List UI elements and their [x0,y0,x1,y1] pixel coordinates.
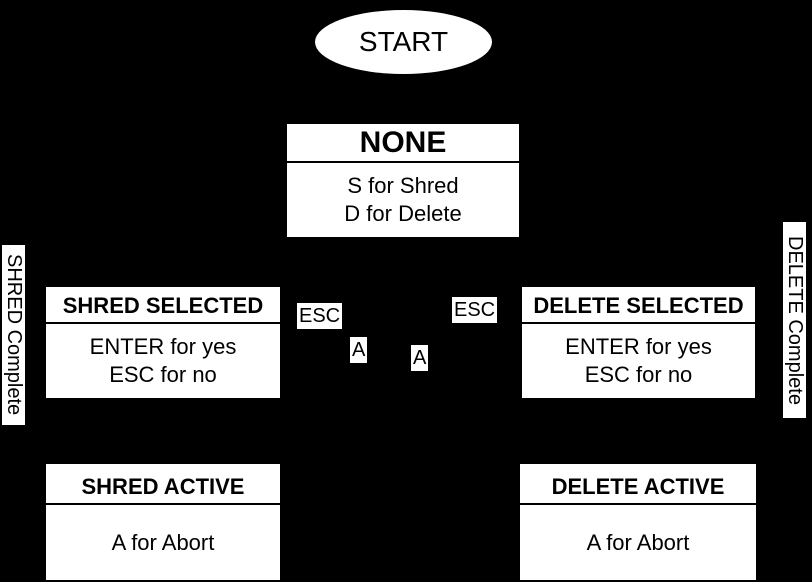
state-shred-active: SHRED ACTIVE A for Abort [44,462,282,582]
state-shred-selected-line: ENTER for yes [89,334,237,359]
state-shred-selected-body: ENTER for yes ESC for no [46,324,280,398]
edge-label-a-right: A [411,345,429,371]
state-shred-selected: SHRED SELECTED ENTER for yes ESC for no [44,285,282,400]
state-delete-selected-title: DELETE SELECTED [522,287,755,324]
edge-label-delete-complete: DELETE Complete [783,222,806,418]
state-delete-active-title: DELETE ACTIVE [520,464,756,505]
state-delete-active-line: A for Abort [586,529,690,555]
state-shred-selected-line: ESC for no [109,362,217,387]
state-shred-active-body: A for Abort [46,505,280,580]
state-shred-active-title: SHRED ACTIVE [46,464,280,505]
state-delete-selected-line: ESC for no [584,362,693,387]
state-none-line: S for Shred [347,173,459,198]
state-delete-selected-body: ENTER for yes ESC for no [522,324,755,398]
state-none-title: NONE [287,124,519,163]
state-delete-active: DELETE ACTIVE A for Abort [518,462,758,582]
state-delete-active-body: A for Abort [520,505,756,580]
edge-label-esc-left: ESC [297,303,343,329]
state-delete-selected-line: ENTER for yes [565,334,712,359]
edge-label-shred-complete: SHRED Complete [2,245,25,425]
state-none-body: S for Shred D for Delete [287,163,519,237]
state-shred-active-line: A for Abort [111,529,215,555]
state-none: NONE S for Shred D for Delete [285,122,521,239]
edge-label-a-left: A [350,337,368,363]
start-node-label: START [358,26,449,57]
state-delete-selected: DELETE SELECTED ENTER for yes ESC for no [520,285,757,400]
state-none-line: D for Delete [344,201,462,226]
start-node: START [315,10,492,74]
edge-label-esc-right: ESC [452,297,498,323]
state-shred-selected-title: SHRED SELECTED [46,287,280,324]
